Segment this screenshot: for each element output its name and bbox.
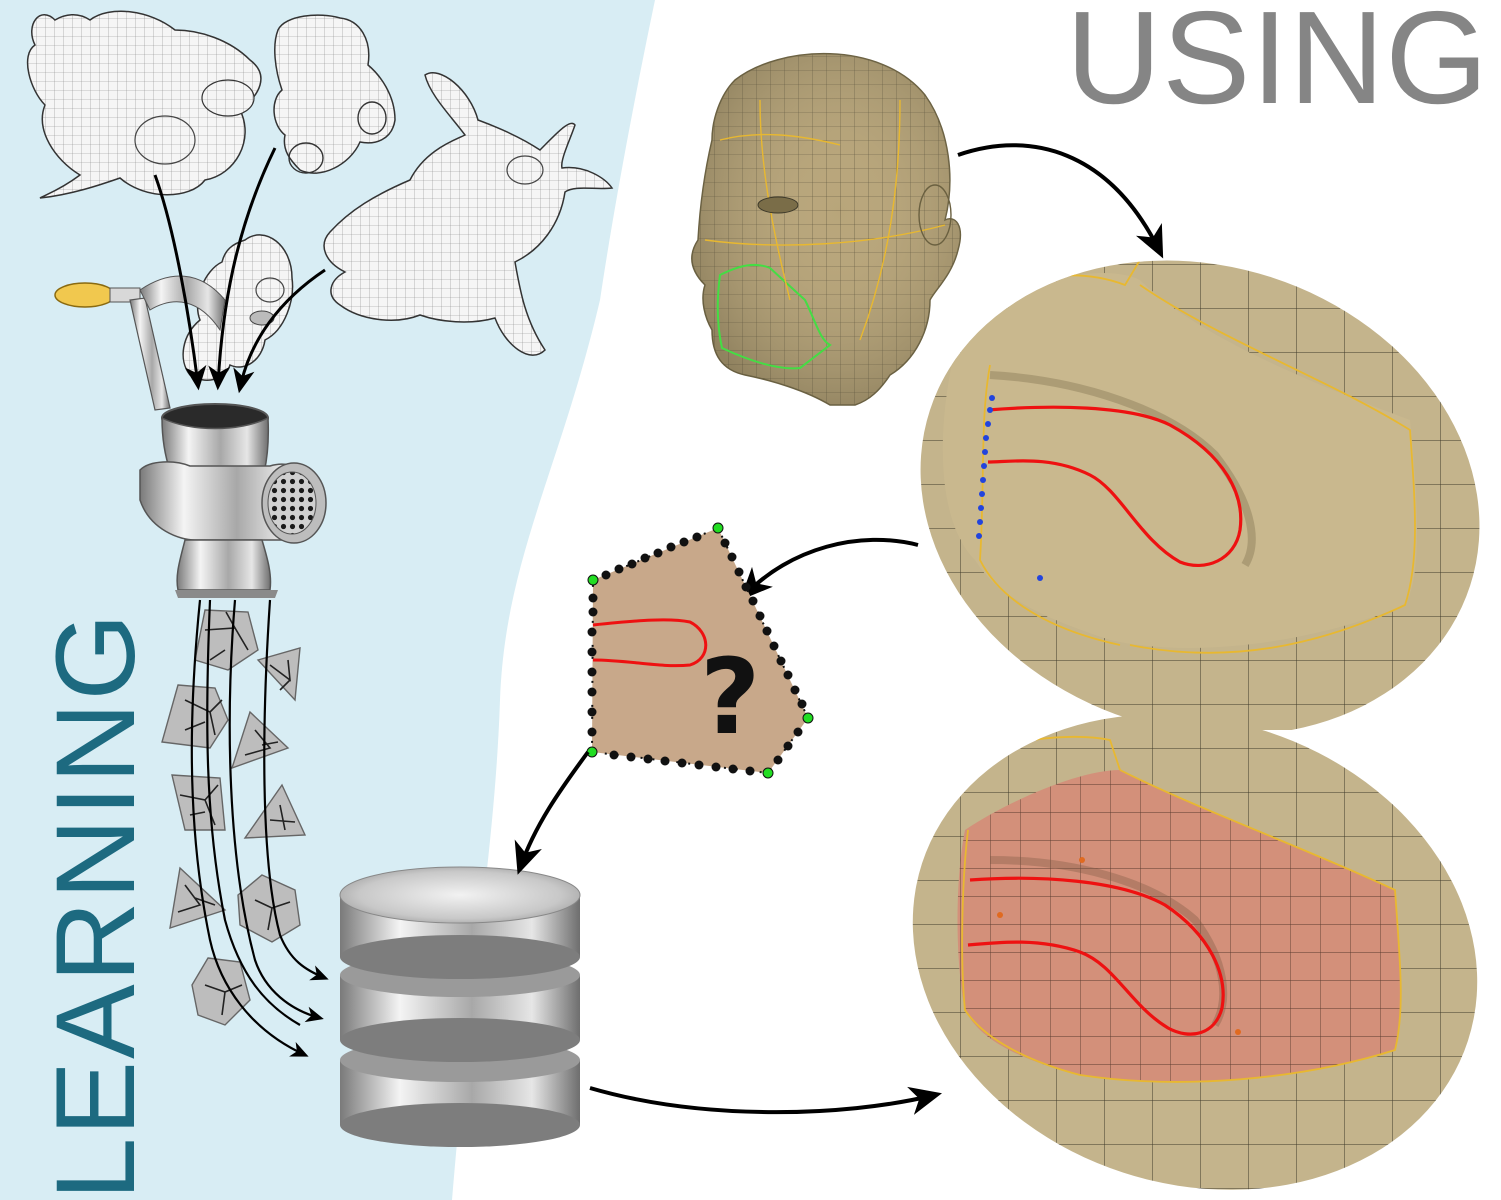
head-mesh-icon bbox=[691, 53, 962, 406]
car-to-grinder-arrow bbox=[208, 147, 277, 391]
head-to-closeup-arrow bbox=[957, 143, 1164, 259]
bunny-mesh-icon bbox=[323, 72, 614, 356]
query-to-database-arrow bbox=[514, 750, 590, 875]
mesh-patch-icon bbox=[169, 866, 227, 930]
using-label: USING bbox=[1065, 0, 1489, 131]
database-to-result-arrow bbox=[589, 1086, 942, 1115]
closeup-to-query-arrow bbox=[740, 537, 919, 601]
toy-car-mesh-icon bbox=[273, 14, 396, 174]
rabbit-to-grinder-arrow bbox=[153, 174, 207, 391]
mesh-patch-icon bbox=[230, 710, 290, 770]
mesh-patch-icon bbox=[256, 647, 301, 702]
stream-arrows bbox=[190, 599, 329, 1057]
query-question-mark: ? bbox=[700, 636, 761, 758]
funnel-arrows bbox=[153, 147, 326, 394]
meat-grinder-icon bbox=[54, 275, 327, 598]
mesh-patch-icon bbox=[194, 609, 259, 671]
orange-vertices bbox=[997, 857, 1241, 1035]
mesh-patch-icon bbox=[237, 874, 301, 943]
query-corner-points bbox=[586, 522, 814, 779]
rabbit-mesh-icon bbox=[26, 10, 262, 199]
learning-label: LEARNING bbox=[33, 611, 158, 1200]
cheek-closeup-icon bbox=[900, 250, 1500, 730]
query-patch-icon bbox=[586, 522, 814, 779]
filled-cheek-icon bbox=[900, 710, 1500, 1200]
bunny-to-grinder-arrow bbox=[233, 268, 326, 394]
mesh-patch-icon bbox=[243, 783, 307, 839]
boundary-points bbox=[976, 395, 1043, 581]
database-icon bbox=[339, 866, 581, 1147]
mesh-patch-icon bbox=[161, 684, 229, 749]
query-boundary-dots bbox=[587, 532, 807, 776]
